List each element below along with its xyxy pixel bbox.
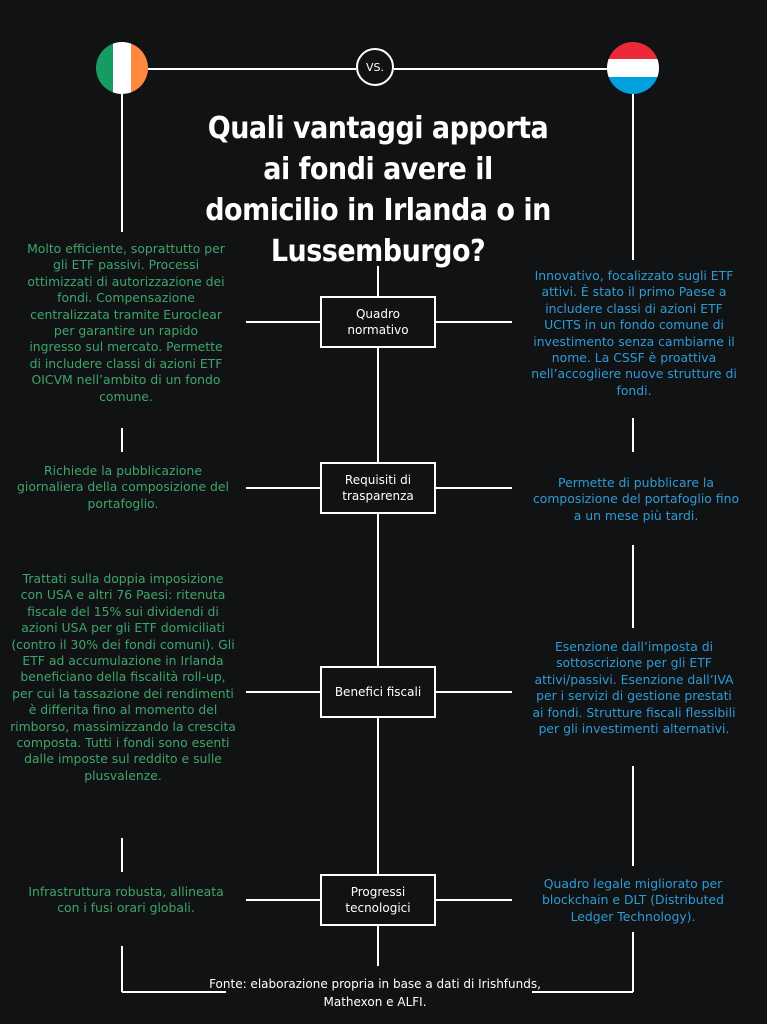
luxembourg-text-requisiti-trasparenza: Permette di pubblicare la composizione d…: [532, 475, 740, 523]
category-box-quadro-normativo: Quadro normativo: [320, 296, 436, 348]
luxembourg-flag-icon: [607, 42, 659, 94]
category-box-progressi-tecnologici: Progressi tecnologici: [320, 874, 436, 926]
luxembourg-text-progressi-tecnologici: Quadro legale migliorato per blockchain …: [542, 876, 724, 924]
ireland-text-quadro-normativo: Molto efficiente, soprattutto per gli ET…: [27, 241, 225, 404]
category-box-requisiti-trasparenza: Requisiti di trasparenza: [320, 462, 436, 514]
vs-badge: VS.: [356, 48, 394, 86]
ireland-flag-icon: [96, 42, 148, 94]
ireland-text-benefici-fiscali: Trattati sulla doppia imposizione con US…: [10, 571, 236, 783]
luxembourg-text-quadro-normativo: Innovativo, focalizzato sugli ETF attivi…: [531, 268, 737, 398]
page-title: Quali vantaggi apporta ai fondi avere il…: [205, 111, 551, 269]
source-note: Fonte: elaborazione propria in base a da…: [209, 977, 541, 1009]
category-box-benefici-fiscali: Benefici fiscali: [320, 666, 436, 718]
ireland-text-progressi-tecnologici: Infrastruttura robusta, allineata con i …: [28, 884, 224, 916]
luxembourg-text-benefici-fiscali: Esenzione dall’imposta di sottoscrizione…: [532, 639, 736, 737]
ireland-text-requisiti-trasparenza: Richiede la pubblicazione giornaliera de…: [17, 463, 229, 511]
